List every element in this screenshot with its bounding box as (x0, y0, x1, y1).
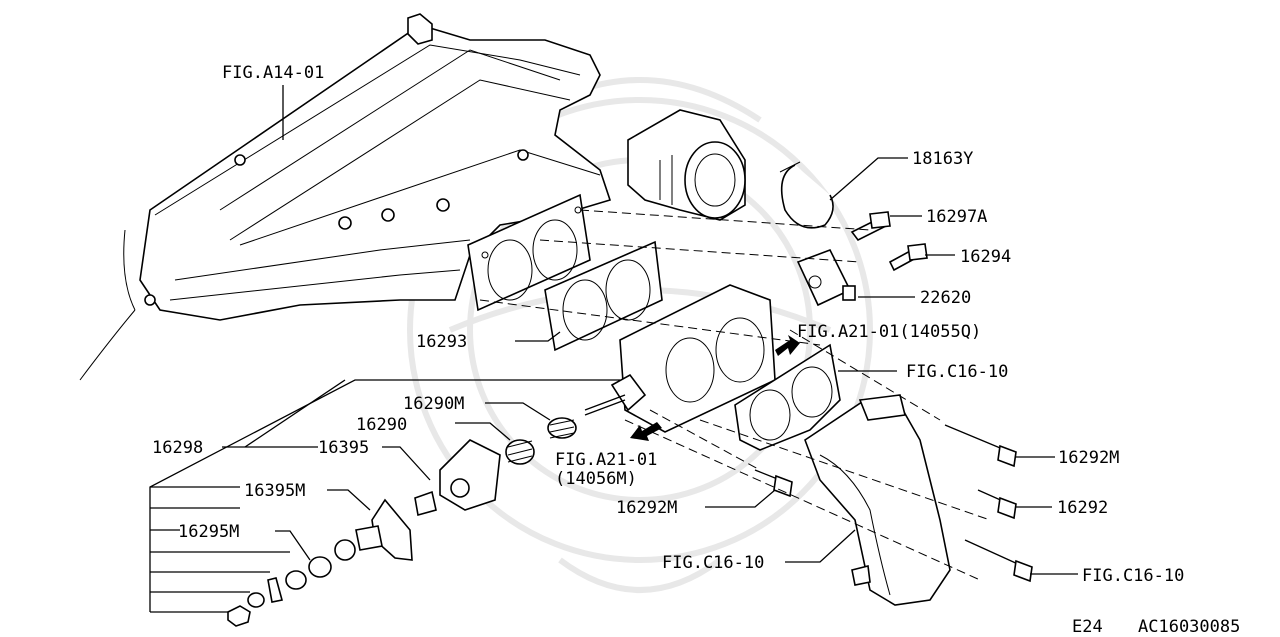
collar-16295m (285, 539, 356, 590)
bolts-upper (850, 211, 928, 272)
alignment-lines (479, 209, 991, 581)
label-16298[interactable]: 16298 (152, 438, 203, 458)
label-fig-a21-01-14055q[interactable]: FIG.A21-01(14055Q) (797, 322, 981, 342)
label-16295m[interactable]: 16295M (178, 522, 239, 542)
intake-duct (804, 394, 951, 606)
label-16292m-lower[interactable]: 16292M (616, 498, 677, 518)
label-22620[interactable]: 22620 (920, 288, 971, 308)
label-16290m[interactable]: 16290M (403, 394, 464, 414)
label-16395m[interactable]: 16395M (244, 481, 305, 501)
label-fig-a14-01[interactable]: FIG.A14-01 (222, 63, 324, 83)
throttle-body (627, 109, 746, 221)
lever-16395m (355, 498, 413, 561)
page-code: E24 (1072, 617, 1103, 637)
label-16293[interactable]: 16293 (416, 332, 467, 352)
leader-lines (149, 85, 1078, 613)
arrow-to-14056m-icon (630, 422, 662, 441)
intake-manifold (79, 13, 612, 381)
label-16395[interactable]: 16395 (318, 438, 369, 458)
arrow-to-14055q-icon (775, 335, 800, 356)
spring-16290 (505, 439, 535, 465)
label-fig-c16-10-lower[interactable]: FIG.C16-10 (662, 553, 764, 573)
gasket-16293-upper (467, 193, 591, 312)
long-bolts (754, 424, 1033, 583)
label-18163y[interactable]: 18163Y (912, 149, 973, 169)
callout-labels: FIG.A14-01 18163Y 16297A 16294 22620 FIG… (152, 63, 1184, 586)
spring-16290m (547, 417, 577, 439)
throttle-chamber (584, 284, 776, 433)
label-14056m[interactable]: (14056M) (555, 469, 637, 489)
gasket-16293-lower (544, 240, 663, 352)
lever-16395 (414, 439, 501, 517)
label-fig-a21-01-lower[interactable]: FIG.A21-01 (555, 450, 657, 470)
label-16292[interactable]: 16292 (1057, 498, 1108, 518)
label-16294[interactable]: 16294 (960, 247, 1011, 267)
label-16292m-right[interactable]: 16292M (1058, 448, 1119, 468)
sensor-22620 (796, 248, 856, 307)
flange-gasket (734, 343, 841, 451)
label-16297a[interactable]: 16297A (926, 207, 987, 227)
clamp-18163y (779, 161, 834, 229)
footer: E24 AC16030085 (1072, 617, 1240, 637)
label-16290[interactable]: 16290 (356, 415, 407, 435)
label-fig-c16-10-right[interactable]: FIG.C16-10 (906, 362, 1008, 382)
drawing-code: AC16030085 (1138, 617, 1240, 637)
washers-nut (227, 577, 283, 627)
label-fig-c16-10-bottom[interactable]: FIG.C16-10 (1082, 566, 1184, 586)
